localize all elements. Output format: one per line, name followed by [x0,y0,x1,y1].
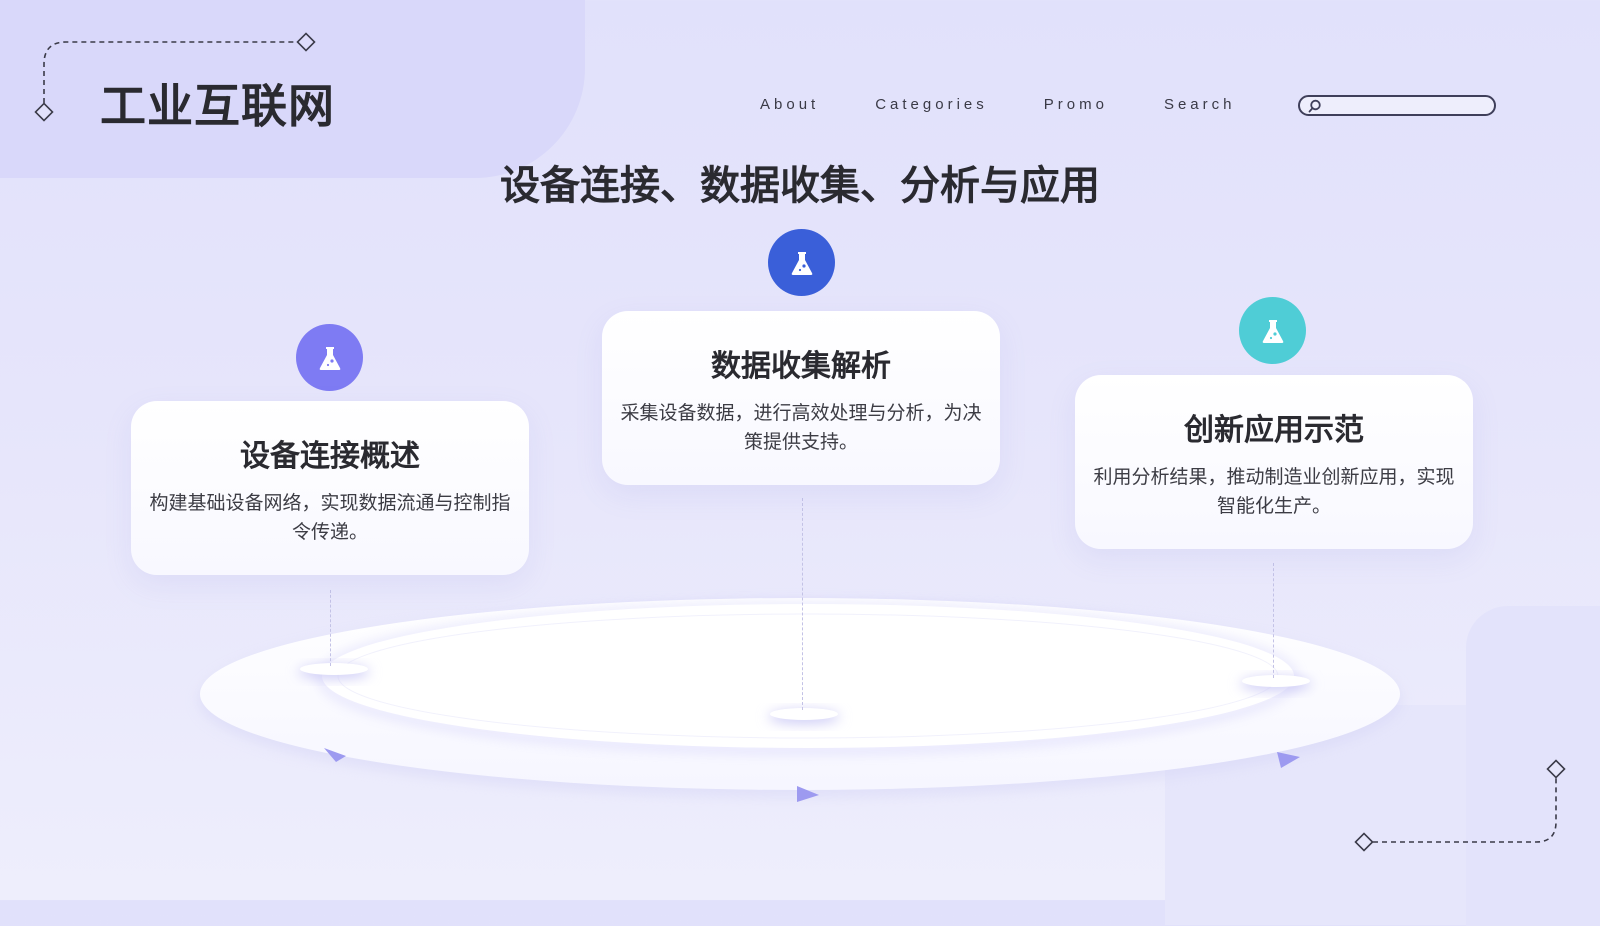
connector-line-2 [802,498,803,710]
card-data-collection: 数据收集解析 采集设备数据，进行高效处理与分析，为决策提供支持。 [602,311,1000,485]
search-icon [1308,99,1321,113]
card-3-desc: 利用分析结果，推动制造业创新应用，实现智能化生产。 [1093,466,1455,517]
card-3-badge [1239,297,1306,364]
flask-icon [319,346,340,370]
corner-backdrop-small [1466,606,1600,926]
nav-item-about[interactable]: About [760,96,820,113]
card-2-desc: 采集设备数据，进行高效处理与分析，为决策提供支持。 [620,402,982,453]
top-nav: About Categories Promo Search [760,96,1291,113]
connector-line-3 [1273,563,1274,678]
arrow-right-icon [1277,752,1300,768]
nav-item-search[interactable]: Search [1163,96,1236,113]
card-innovation-application: 创新应用示范 利用分析结果，推动制造业创新应用，实现智能化生产。 [1075,375,1473,549]
card-2-title: 数据收集解析 [711,349,891,384]
platform-illustration [198,598,1402,802]
nav-item-categories[interactable]: Categories [875,96,988,113]
card-1-desc: 构建基础设备网络，实现数据流通与控制指令传递。 [149,492,511,543]
connector-line-1 [330,590,331,666]
arrow-front-icon [797,786,819,802]
card-3-title: 创新应用示范 [1184,413,1364,448]
card-1-title: 设备连接概述 [240,439,420,474]
flask-icon [1262,319,1283,343]
arrow-left-icon [324,748,346,762]
brand-logo: 工业互联网 [100,79,335,133]
nav-item-promo[interactable]: Promo [1043,96,1108,113]
page-title: 设备连接、数据收集、分析与应用 [500,163,1100,209]
card-device-connection: 设备连接概述 构建基础设备网络，实现数据流通与控制指令传递。 [131,401,529,575]
search-input[interactable] [1298,95,1496,116]
card-2-badge [768,229,835,296]
card-1-badge [296,324,363,391]
flask-icon [791,251,812,275]
